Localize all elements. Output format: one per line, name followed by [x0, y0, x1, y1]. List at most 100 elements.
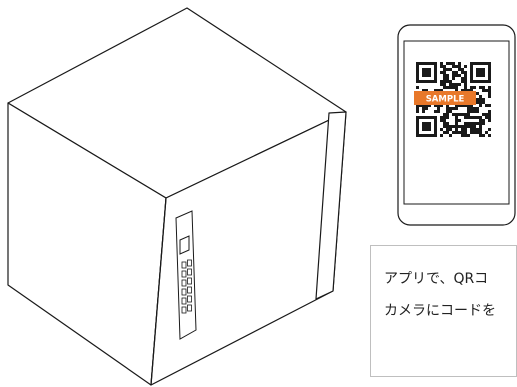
qr-module: [446, 122, 449, 125]
caption-box: アプリで、QRコ カメラにコードを: [370, 245, 517, 377]
qr-module: [485, 104, 488, 107]
qr-module: [443, 65, 446, 68]
qr-module: [488, 134, 491, 137]
safe-box-illustration: [7, 7, 347, 386]
qr-module: [443, 119, 446, 122]
qr-module: [482, 101, 485, 104]
qr-module: [482, 86, 485, 89]
qr-module: [479, 131, 482, 134]
qr-module: [422, 107, 425, 110]
qr-module: [437, 89, 440, 92]
qr-module: [422, 104, 425, 107]
qr-module: [461, 104, 464, 107]
qr-module: [479, 116, 482, 119]
qr-module: [458, 113, 461, 116]
qr-module: [476, 128, 479, 131]
qr-module: [482, 119, 485, 122]
qr-module: [461, 131, 464, 134]
qr-module: [470, 104, 473, 107]
qr-module: [467, 113, 470, 116]
qr-module: [473, 131, 476, 134]
keypad-display: [179, 235, 190, 255]
qr-module: [440, 71, 443, 74]
qr-module: [446, 107, 449, 110]
qr-module: [455, 122, 458, 125]
qr-module: [470, 131, 473, 134]
qr-module: [443, 77, 446, 80]
qr-module: [443, 113, 446, 116]
qr-module: [473, 116, 476, 119]
qr-module: [446, 80, 449, 83]
qr-module: [446, 104, 449, 107]
qr-module: [479, 122, 482, 125]
qr-module: [449, 68, 452, 71]
keypad-key: [187, 295, 192, 303]
qr-module: [452, 113, 455, 116]
qr-module: [488, 119, 491, 122]
keypad-key: [187, 277, 192, 285]
qr-module: [446, 116, 449, 119]
qr-module: [467, 89, 470, 92]
qr-module: [470, 86, 473, 89]
qr-module: [464, 131, 467, 134]
qr-module: [464, 128, 467, 131]
qr-module: [416, 86, 419, 89]
qr-module: [434, 89, 437, 92]
qr-module: [458, 125, 461, 128]
qr-module: [476, 107, 479, 110]
qr-module: [482, 122, 485, 125]
qr-module: [452, 62, 455, 65]
qr-module: [461, 77, 464, 80]
qr-module: [416, 107, 419, 110]
qr-module: [449, 134, 452, 137]
qr-module: [455, 113, 458, 116]
qr-module: [485, 113, 488, 116]
qr-module: [440, 83, 443, 86]
keypad-key: [181, 279, 187, 287]
qr-module: [464, 104, 467, 107]
qr-module: [455, 116, 458, 119]
qr-module: [452, 125, 455, 128]
qr-module: [434, 104, 437, 107]
keypad-key: [187, 304, 192, 312]
qr-module: [482, 98, 485, 101]
qr-module: [455, 128, 458, 131]
qr-module: [476, 110, 479, 113]
qr-module: [467, 116, 470, 119]
qr-module: [464, 122, 467, 125]
qr-module: [452, 77, 455, 80]
qr-module: [464, 134, 467, 137]
keypad-key: [187, 268, 192, 276]
qr-module: [443, 131, 446, 134]
qr-module: [479, 134, 482, 137]
qr-module: [464, 116, 467, 119]
qr-module: [461, 113, 464, 116]
qr-module: [464, 83, 467, 86]
qr-module: [440, 104, 443, 107]
keypad-key: [181, 288, 187, 296]
qr-module: [464, 74, 467, 77]
qr-module: [452, 74, 455, 77]
qr-module: [443, 68, 446, 71]
qr-module: [482, 89, 485, 92]
qr-module: [443, 86, 446, 89]
caption-line-2: カメラにコードを: [384, 303, 496, 319]
qr-module: [422, 89, 425, 92]
keypad-key: [181, 270, 187, 278]
qr-module: [488, 86, 491, 89]
qr-module: [449, 62, 452, 65]
qr-module: [482, 134, 485, 137]
qr-module: [443, 74, 446, 77]
qr-module: [485, 116, 488, 119]
qr-module: [443, 71, 446, 74]
qr-module: [455, 86, 458, 89]
qr-module: [467, 125, 470, 128]
qr-module: [473, 122, 476, 125]
qr-module: [464, 71, 467, 74]
qr-module: [458, 68, 461, 71]
qr-module: [473, 125, 476, 128]
qr-module: [488, 89, 491, 92]
qr-module: [476, 131, 479, 134]
qr-module: [470, 128, 473, 131]
